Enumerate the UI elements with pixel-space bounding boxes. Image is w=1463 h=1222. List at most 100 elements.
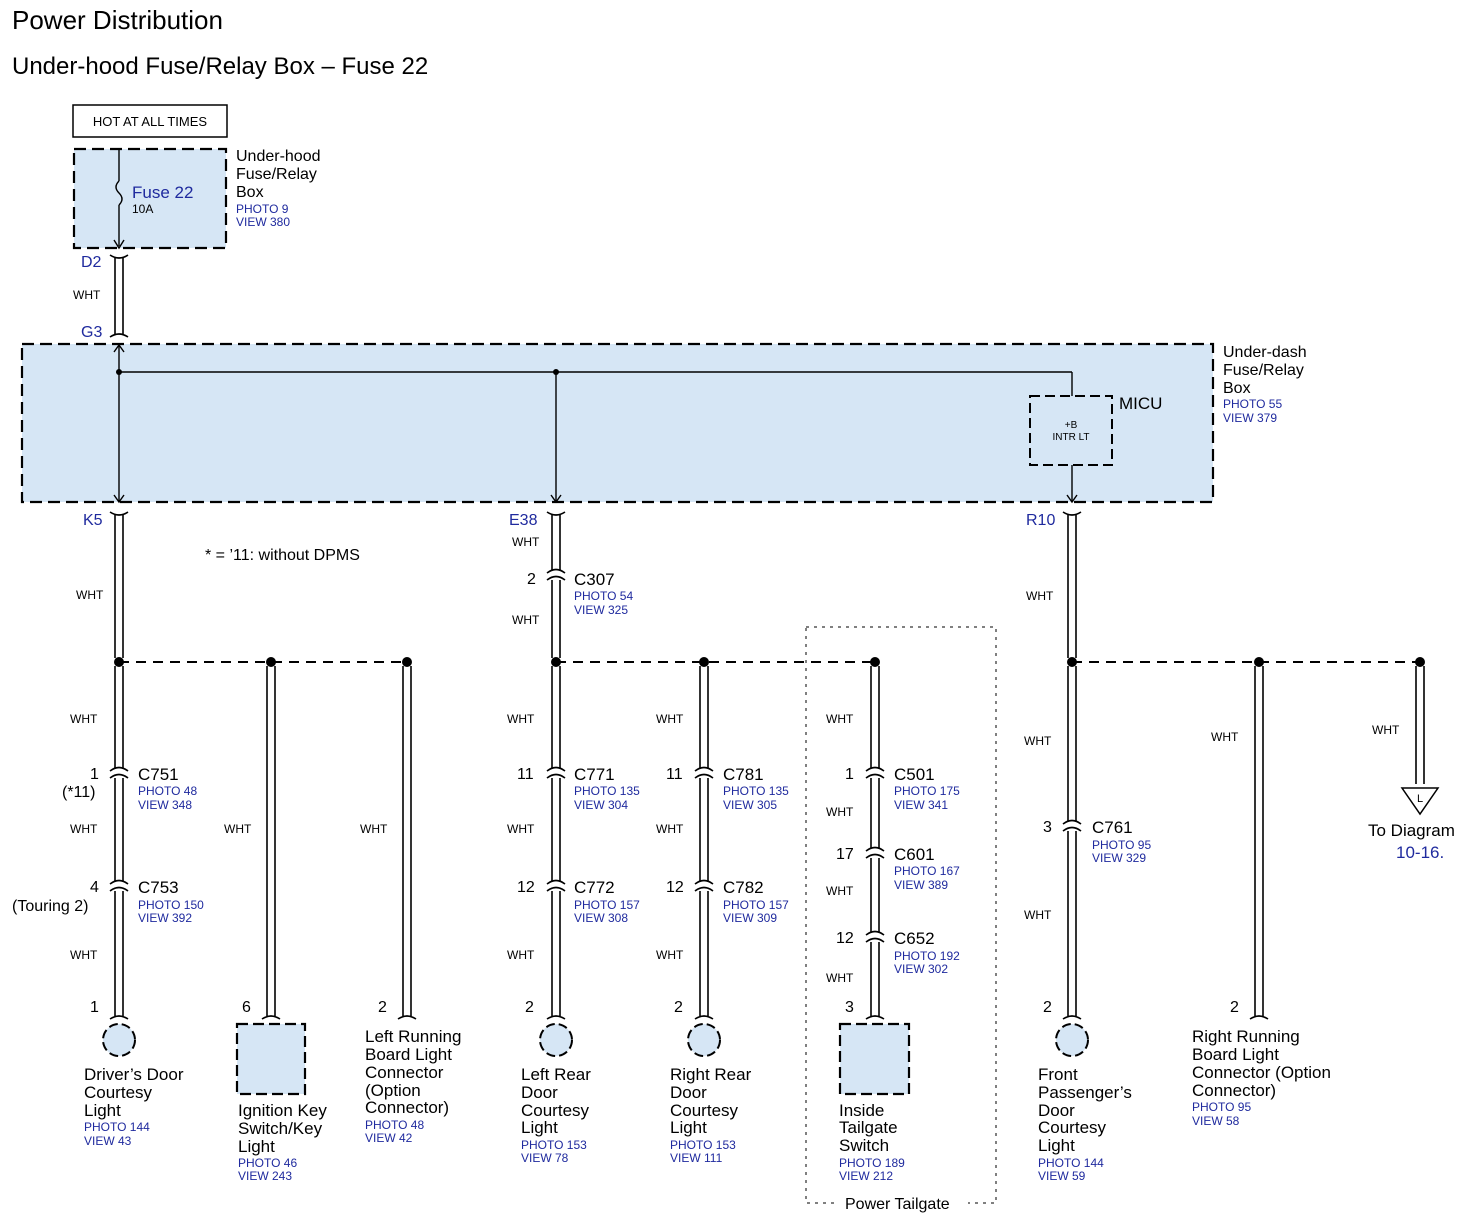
connector-break [109,879,129,885]
terminal-e38: E38 [509,512,538,529]
terminal-cap [1249,1015,1269,1020]
svg-text:PHOTO 135: PHOTO 135 [723,784,789,798]
load-pin: 2 [674,999,683,1016]
wire-color-label: WHT [360,822,388,836]
connector-break [694,766,714,772]
load-right-rear-door-courtesy-light: Right Rear Door Courtesy Light PHOTO 153… [670,1065,752,1165]
svg-text:Right Rear: Right Rear [670,1065,752,1084]
wire-color-label: WHT [70,822,98,836]
load-pin: 3 [845,999,854,1016]
svg-text:VIEW 111: VIEW 111 [670,1151,723,1165]
wire-color-label: WHT [656,712,684,726]
svg-text:Right Running: Right Running [1192,1027,1300,1046]
svg-text:Courtesy: Courtesy [84,1083,153,1102]
svg-text:Tailgate: Tailgate [839,1118,898,1137]
wire-color-label: WHT [70,948,98,962]
load-pin: 1 [90,999,99,1016]
underhood-photo: PHOTO 9 [236,202,289,216]
svg-text:PHOTO 46: PHOTO 46 [238,1156,297,1170]
connector-break [1062,819,1082,825]
svg-text:VIEW 389: VIEW 389 [894,878,948,892]
page-subtitle: Under-hood Fuse/Relay Box – Fuse 22 [12,53,428,80]
svg-text:Left Rear: Left Rear [521,1065,591,1084]
svg-text:VIEW 212: VIEW 212 [839,1169,893,1183]
connector-break [865,930,885,936]
terminal-cap [1062,1015,1082,1020]
svg-text:VIEW 43: VIEW 43 [84,1134,132,1148]
load-left-running-board-light: Left Running Board Light Connector (Opti… [365,1027,461,1145]
connector-break [865,937,885,943]
ignition-key-switch-box [235,1022,307,1096]
connector-break [546,773,566,779]
connector-break [865,766,885,772]
underdash-photo: PHOTO 55 [1223,397,1282,411]
svg-text:VIEW 308: VIEW 308 [574,911,628,925]
svg-text:C501: C501 [894,765,935,784]
svg-text:11: 11 [517,766,534,783]
svg-text:2: 2 [527,571,536,588]
micu-box [1029,395,1113,466]
svg-text:(Option: (Option [365,1081,421,1100]
svg-text:(*11): (*11) [62,784,96,801]
wire-color-label: WHT [70,712,98,726]
inside-tailgate-switch-box [838,1022,911,1096]
splice-dot [870,657,880,667]
terminal-cap [397,1015,417,1020]
connector-break [109,773,129,779]
connector-break [694,773,714,779]
svg-text:VIEW 329: VIEW 329 [1092,851,1146,865]
svg-text:1: 1 [90,766,99,783]
connector-c771: 11 C771 PHOTO 135 VIEW 304 [517,765,640,812]
load-pin: 2 [1230,999,1239,1016]
svg-text:PHOTO 150: PHOTO 150 [138,898,204,912]
svg-text:C781: C781 [723,765,764,784]
svg-text:4: 4 [90,879,99,896]
svg-text:VIEW 304: VIEW 304 [574,798,628,812]
svg-text:PHOTO 157: PHOTO 157 [723,898,789,912]
svg-text:Board Light: Board Light [365,1045,452,1064]
underdash-name-2: Fuse/Relay [1223,362,1304,379]
connector-break [865,853,885,859]
wire-color-label: WHT [76,588,104,602]
svg-text:PHOTO 189: PHOTO 189 [839,1156,905,1170]
svg-text:C761: C761 [1092,818,1133,837]
svg-text:Driver’s Door: Driver’s Door [84,1065,184,1084]
svg-text:Connector: Connector [365,1063,444,1082]
svg-text:Light: Light [1038,1136,1075,1155]
svg-text:PHOTO 48: PHOTO 48 [365,1118,424,1132]
svg-text:PHOTO 175: PHOTO 175 [894,784,960,798]
splice-dot [1067,657,1077,667]
svg-text:VIEW 58: VIEW 58 [1192,1114,1240,1128]
splice-dot [114,657,124,667]
splice-dot [402,657,412,667]
svg-text:Courtesy: Courtesy [1038,1118,1107,1137]
load-pin: 2 [525,999,534,1016]
svg-text:INTR LT: INTR LT [1052,432,1089,443]
svg-text:Light: Light [238,1137,275,1156]
wire-color-label: WHT [826,805,854,819]
svg-text:PHOTO 157: PHOTO 157 [574,898,640,912]
splice-dot [699,657,709,667]
hot-at-all-times-label: HOT AT ALL TIMES [93,114,207,129]
connector-c652: 12 C652 PHOTO 192 VIEW 302 [836,929,960,976]
svg-text:WHT: WHT [73,288,101,302]
svg-text:L: L [1417,793,1423,805]
load-inside-tailgate-switch: Inside Tailgate Switch PHOTO 189 VIEW 21… [839,1101,905,1183]
svg-text:12: 12 [836,930,854,947]
right-rear-door-light-icon [687,1023,721,1057]
svg-text:Courtesy: Courtesy [670,1101,739,1120]
svg-text:C753: C753 [138,878,179,897]
svg-text:1: 1 [845,766,854,783]
underdash-internal-bus [113,343,1078,504]
wire-color-label: WHT [1024,908,1052,922]
svg-text:PHOTO 95: PHOTO 95 [1092,838,1151,852]
svg-text:3: 3 [1043,819,1052,836]
front-passenger-door-light-icon [1055,1023,1089,1057]
load-drivers-door-courtesy-light: Driver’s Door Courtesy Light PHOTO 144 V… [84,1065,184,1148]
svg-text:Light: Light [670,1118,707,1137]
wire-color-label: WHT [507,712,535,726]
connector-c501: 1 C501 PHOTO 175 VIEW 341 [845,765,960,812]
svg-text:PHOTO 144: PHOTO 144 [1038,1156,1104,1170]
terminal-cap [546,1015,566,1020]
